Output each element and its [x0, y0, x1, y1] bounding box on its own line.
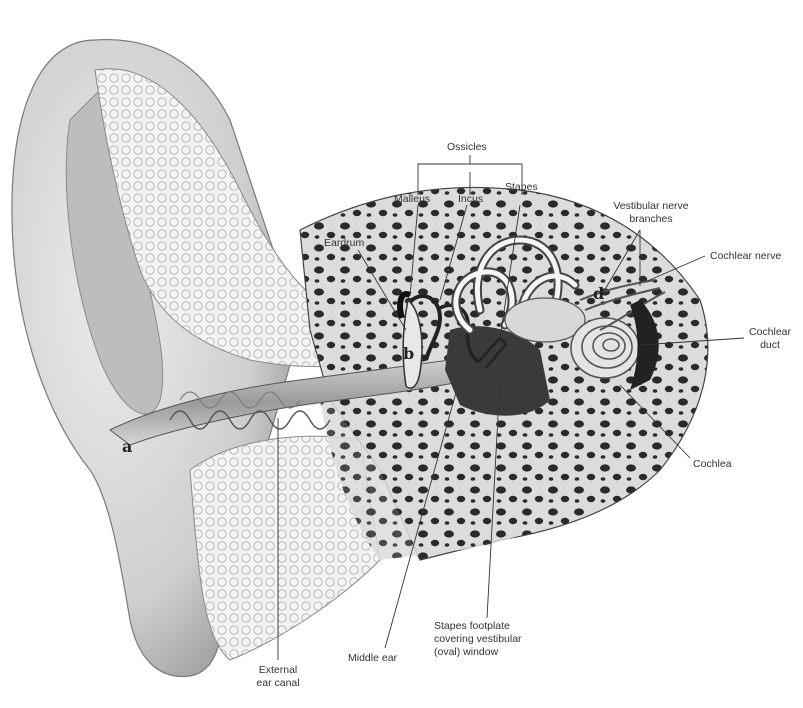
label-external-ear-canal: External ear canal [243, 664, 313, 690]
label-cochlea: Cochlea [693, 458, 732, 471]
letter-b: b [403, 344, 414, 363]
letter-c: c [634, 370, 644, 389]
letter-d: d [593, 284, 604, 303]
label-incus: Incus [458, 193, 483, 206]
label-stapes: Stapes [505, 181, 538, 194]
label-ossicles: Ossicles [447, 141, 487, 154]
label-stapes-footplate: Stapes footplate covering vestibular (ov… [434, 620, 522, 659]
label-middle-ear: Middle ear [348, 652, 397, 665]
label-eardrum: Eardrum [324, 237, 364, 250]
label-cochlear-duct: Cochlear duct [745, 326, 795, 352]
letter-a: a [122, 437, 132, 456]
label-vestibular-nerve: Vestibular nerve branches [596, 200, 706, 226]
label-cochlear-nerve: Cochlear nerve [710, 250, 781, 263]
label-malleus: Malleus [394, 193, 430, 206]
